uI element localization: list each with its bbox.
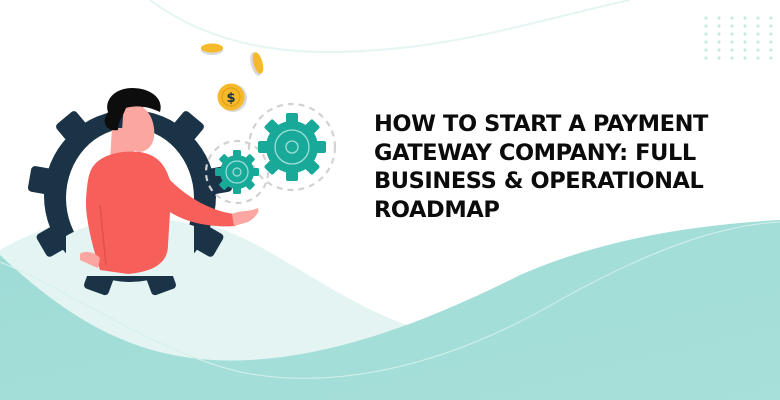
flying-coin-icon bbox=[250, 52, 264, 76]
teal-gear-small-icon bbox=[215, 150, 259, 194]
title-line-1: HOW TO START A PAYMENT bbox=[374, 111, 708, 137]
svg-text:$: $ bbox=[226, 91, 235, 106]
person-icon bbox=[80, 88, 259, 274]
illustration: $ bbox=[27, 43, 337, 296]
teal-gear-large-icon bbox=[258, 113, 326, 181]
page-title: HOW TO START A PAYMENT GATEWAY COMPANY: … bbox=[374, 110, 734, 224]
title-line-4: ROADMAP bbox=[374, 196, 500, 223]
flying-coin-icon bbox=[201, 43, 223, 55]
title-line-2: GATEWAY COMPANY: FULL bbox=[374, 139, 696, 166]
dot-grid-decoration bbox=[704, 16, 773, 60]
gears-group bbox=[204, 102, 337, 205]
title-line-3: BUSINESS & OPERATIONAL bbox=[374, 168, 704, 194]
dollar-coin-icon: $ bbox=[217, 83, 247, 112]
